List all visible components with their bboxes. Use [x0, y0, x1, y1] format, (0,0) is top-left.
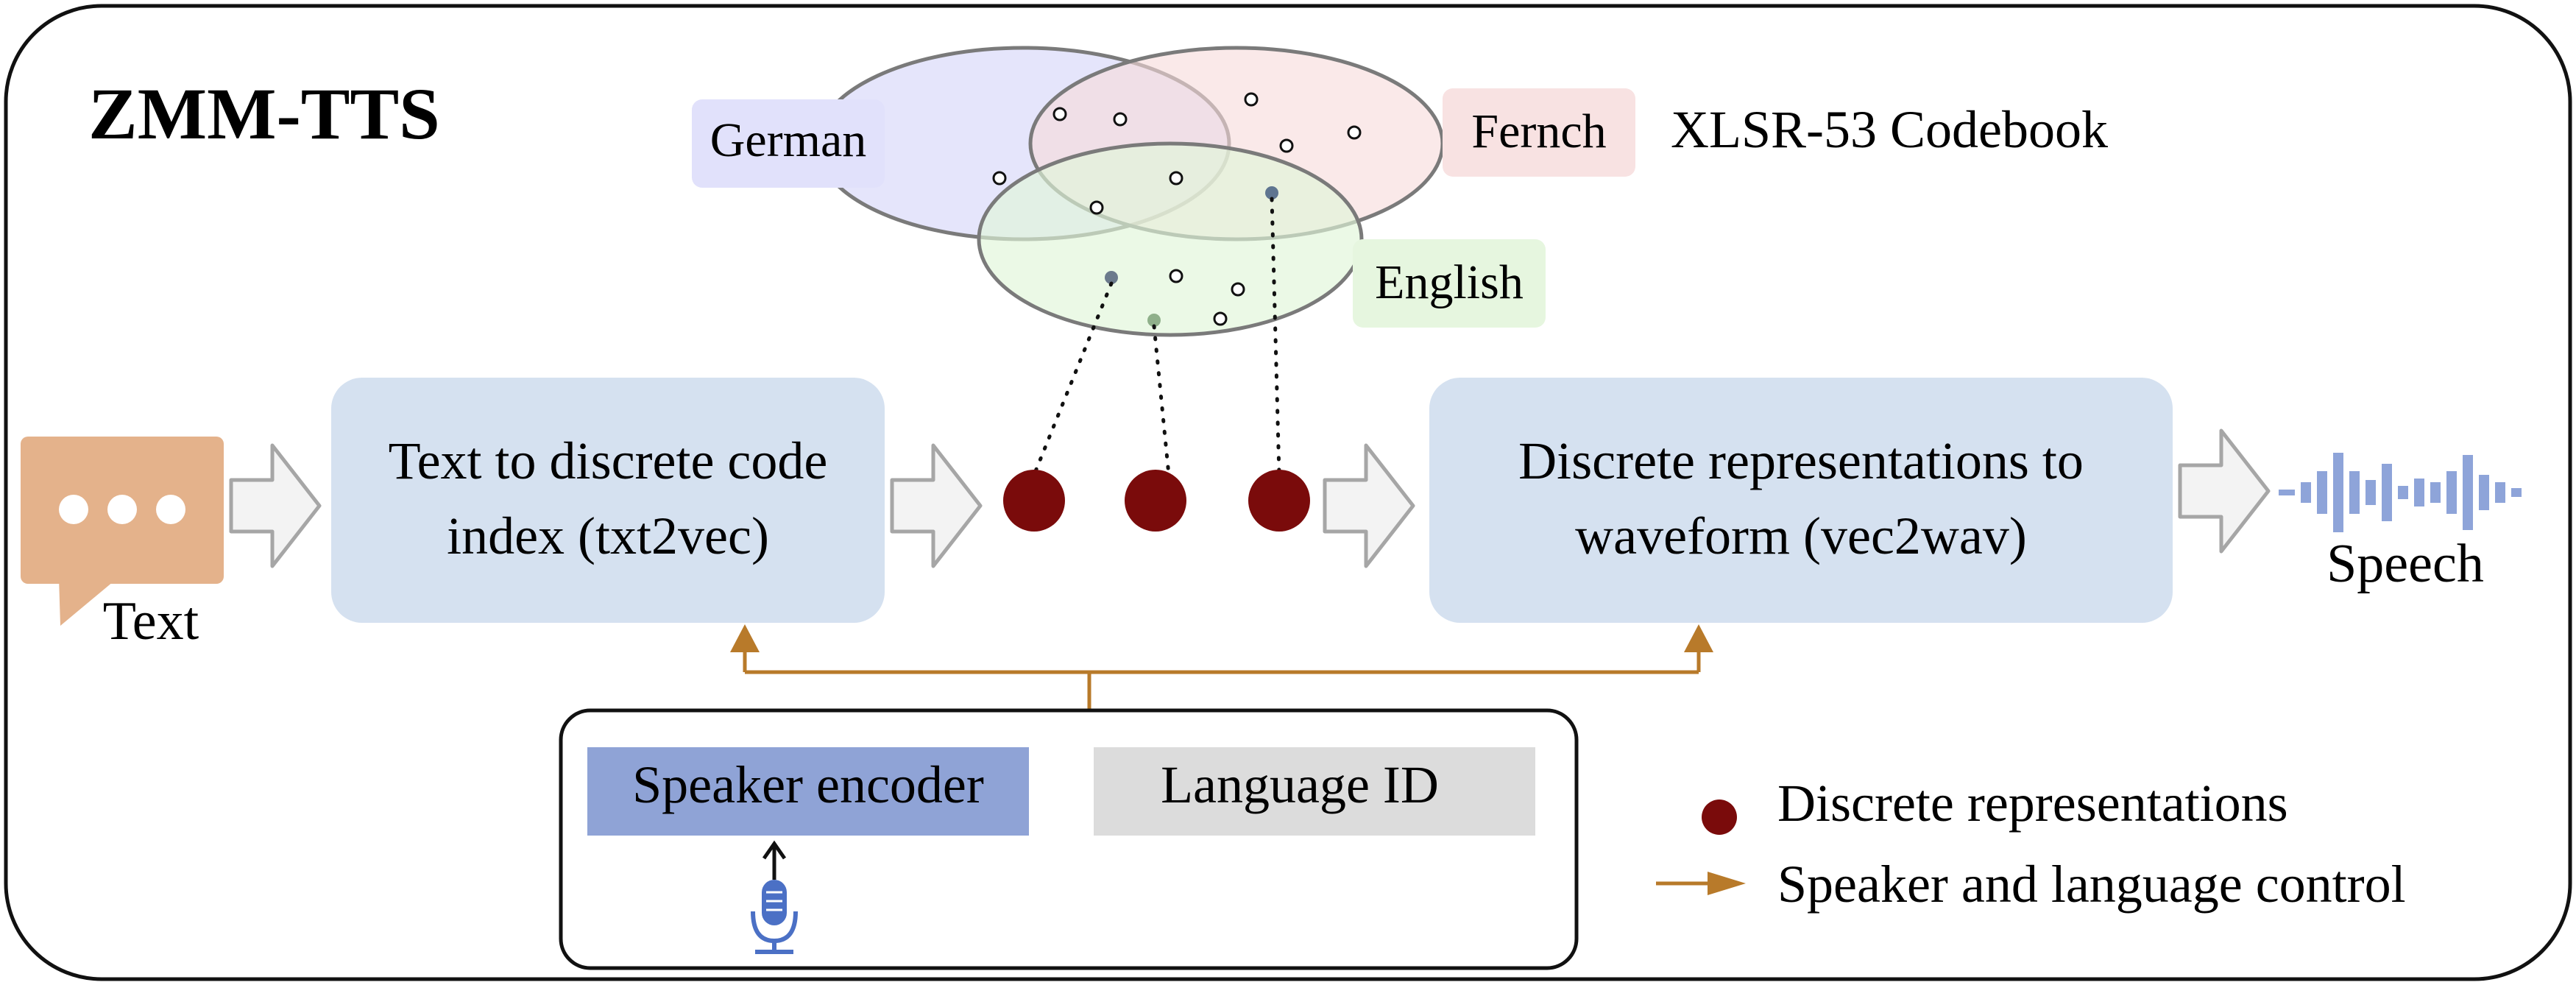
french-label: Fernch — [1471, 105, 1606, 158]
text-input: Text — [21, 437, 224, 652]
microphone-icon — [751, 880, 798, 954]
selected-code-point — [1105, 271, 1118, 284]
control-arrowhead — [730, 624, 760, 652]
flow-arrow — [1323, 443, 1415, 568]
legend-control-label: Speaker and language control — [1777, 855, 2406, 914]
vec2wav-module: Discrete representations to waveform (ve… — [1429, 378, 2173, 623]
code-point — [1347, 125, 1362, 140]
codebook-lookup-lines — [1032, 197, 1281, 477]
code-points — [992, 92, 1362, 326]
speaker-encoder-box — [587, 747, 1029, 836]
control-arrowheads — [730, 624, 1713, 652]
french-label-bg — [1443, 88, 1635, 177]
control-arrowhead — [1684, 624, 1713, 652]
language-id-label: Language ID — [1161, 755, 1439, 814]
legend-discrete-swatch — [1702, 799, 1737, 835]
txt2vec-title-line2: index (txt2vec) — [447, 506, 769, 565]
discrete-token — [1125, 470, 1186, 532]
english-cluster — [977, 141, 1364, 337]
txt2vec-title-line1: Text to discrete code — [389, 431, 828, 490]
code-point — [1113, 112, 1128, 127]
code-point — [1089, 200, 1104, 215]
language-id-box — [1094, 747, 1535, 836]
legend-control-arrowhead — [1708, 872, 1746, 895]
discrete-tokens — [1003, 470, 1310, 532]
flow-arrow — [890, 443, 983, 568]
waveform-icon — [2279, 453, 2522, 532]
vec2wav-title-line1: Discrete representations to — [1518, 431, 2084, 490]
code-point — [1279, 138, 1294, 153]
legend-discrete-label: Discrete representations — [1777, 774, 2288, 833]
flow-arrow — [229, 443, 322, 568]
diagram-title: ZMM-TTS — [88, 73, 440, 155]
english-label: English — [1375, 255, 1524, 309]
code-point — [1052, 107, 1067, 121]
english-label-bg — [1353, 239, 1546, 328]
code-point — [1244, 92, 1259, 107]
legend: Discrete representations Speaker and lan… — [1656, 774, 2406, 914]
flow-arrow — [2178, 428, 2271, 554]
speech-output: Speech — [2279, 453, 2522, 594]
txt2vec-module: Text to discrete code index (txt2vec) — [331, 378, 885, 623]
speech-bubble-icon — [21, 437, 224, 626]
selected-code-point — [1147, 314, 1161, 327]
codebook-label: XLSR-53 Codebook — [1671, 100, 2108, 159]
control-panel: Speaker encoder Language ID — [559, 708, 1579, 970]
code-point — [1231, 282, 1245, 297]
control-arrows — [743, 649, 1701, 710]
code-point — [1169, 171, 1183, 186]
selected-code-points — [1105, 186, 1278, 327]
german-label: German — [710, 113, 867, 167]
code-point — [1213, 311, 1228, 326]
speaker-encoder-label: Speaker encoder — [632, 755, 984, 814]
discrete-token — [1003, 470, 1065, 532]
selected-code-point — [1265, 186, 1278, 200]
mic-input-arrowhead — [762, 840, 787, 860]
german-label-bg — [692, 99, 885, 188]
speech-output-label: Speech — [2326, 534, 2484, 594]
flow-arrows — [229, 428, 2271, 568]
discrete-token — [1248, 470, 1310, 532]
code-point — [992, 171, 1007, 186]
text-input-label: Text — [103, 591, 199, 652]
code-point — [1169, 269, 1183, 283]
codebook-venn: German Fernch English XLSR-53 Codebook — [692, 46, 2108, 477]
vec2wav-title-line2: waveform (vec2wav) — [1575, 506, 2027, 565]
